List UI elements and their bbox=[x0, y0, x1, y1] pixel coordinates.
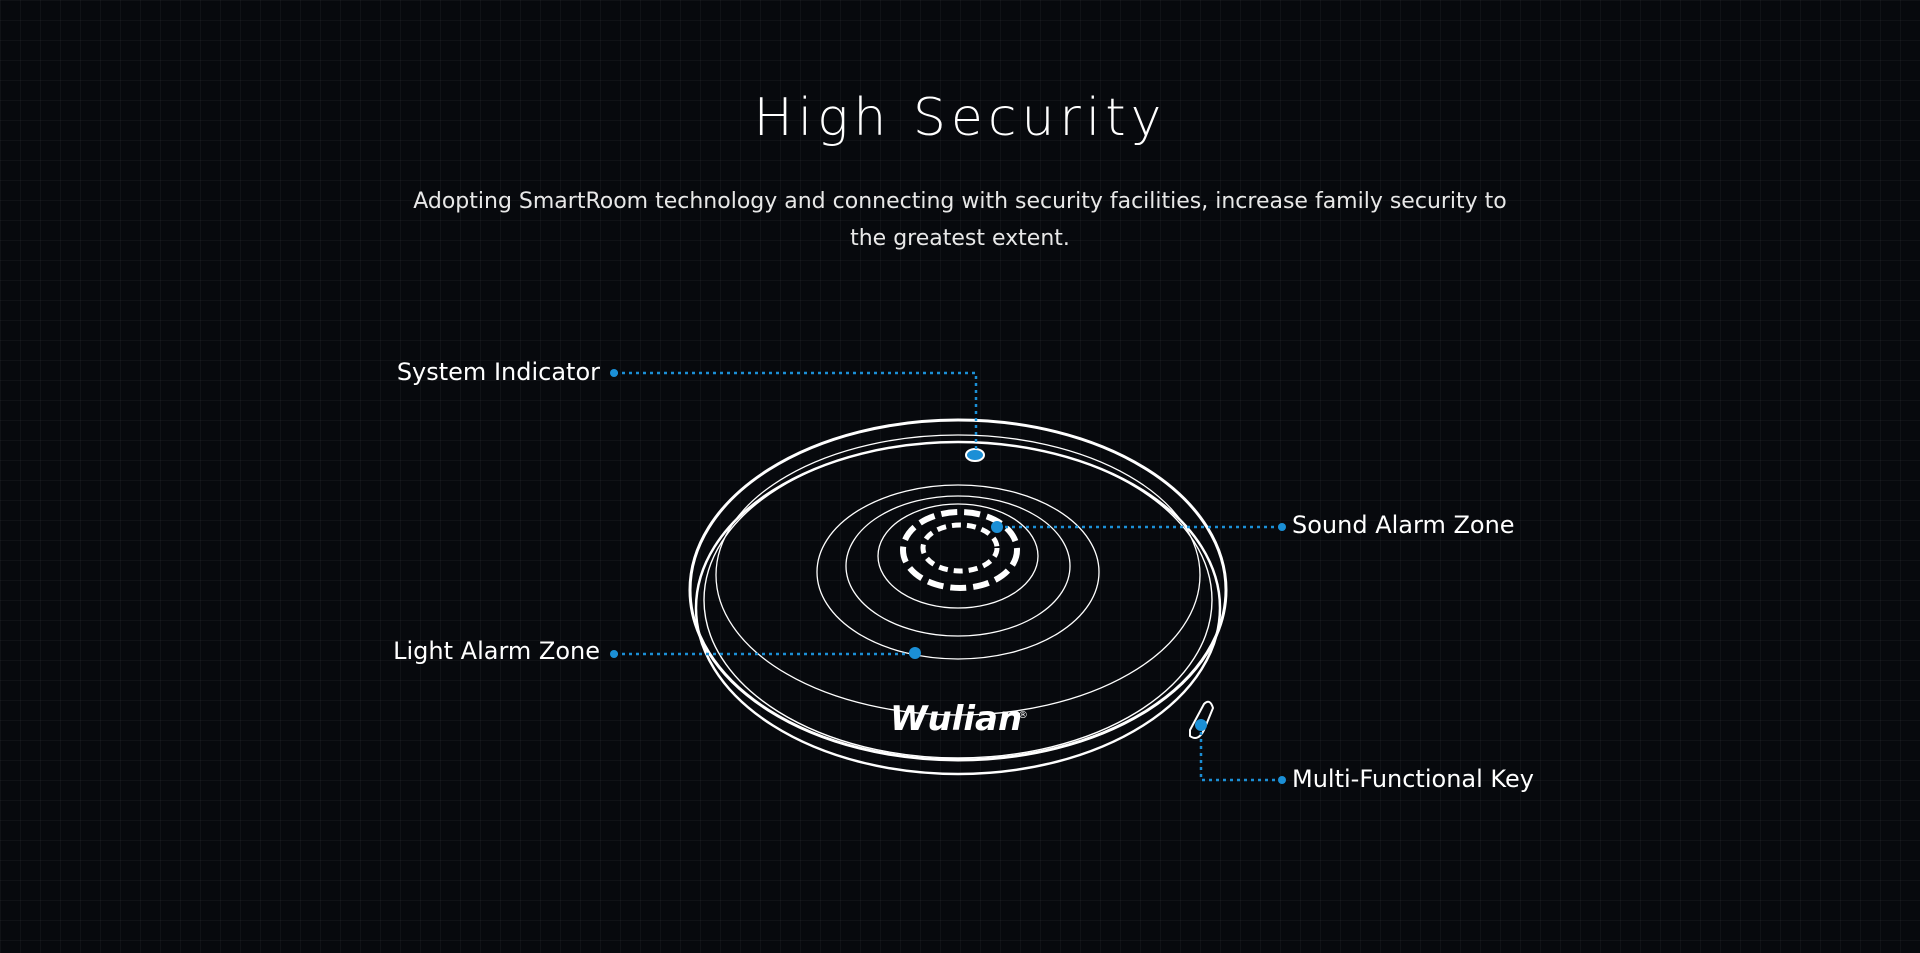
page-subtitle: Adopting SmartRoom technology and connec… bbox=[413, 189, 1507, 251]
multi-functional-key-anchor-dot bbox=[1195, 719, 1207, 731]
system-indicator-leader-dot bbox=[610, 369, 618, 377]
multi-functional-key-leader-line bbox=[1199, 725, 1281, 782]
sound-alarm-leader-dot bbox=[1278, 523, 1286, 531]
speaker-grille-outer-icon bbox=[900, 509, 1020, 591]
light-alarm-leader-dot bbox=[610, 650, 618, 658]
page-title: High Security bbox=[753, 88, 1167, 148]
system-indicator-leader-line bbox=[615, 371, 978, 450]
device-top-face bbox=[715, 434, 1201, 716]
speaker-grille-inner-icon bbox=[920, 522, 1000, 574]
callout-multi-functional-key: Multi-Functional Key bbox=[1292, 765, 1534, 793]
multi-functional-key-leader-dot bbox=[1278, 776, 1286, 784]
sound-alarm-anchor-dot bbox=[991, 521, 1003, 533]
light-alarm-ring-outer bbox=[816, 484, 1100, 660]
light-alarm-ring-inner bbox=[845, 495, 1071, 637]
callout-light-alarm-zone: Light Alarm Zone bbox=[393, 637, 600, 665]
device-outer-rim bbox=[688, 418, 1228, 762]
callout-system-indicator: System Indicator bbox=[396, 358, 600, 386]
light-alarm-anchor-dot bbox=[909, 647, 921, 659]
brand-logo: Wulian bbox=[890, 699, 1022, 739]
system-indicator-led-icon bbox=[965, 448, 985, 462]
callout-sound-alarm-zone: Sound Alarm Zone bbox=[1292, 511, 1515, 539]
device-inner-rim bbox=[703, 441, 1213, 759]
sound-zone-ring bbox=[877, 503, 1039, 609]
registered-mark: ® bbox=[1018, 710, 1028, 721]
